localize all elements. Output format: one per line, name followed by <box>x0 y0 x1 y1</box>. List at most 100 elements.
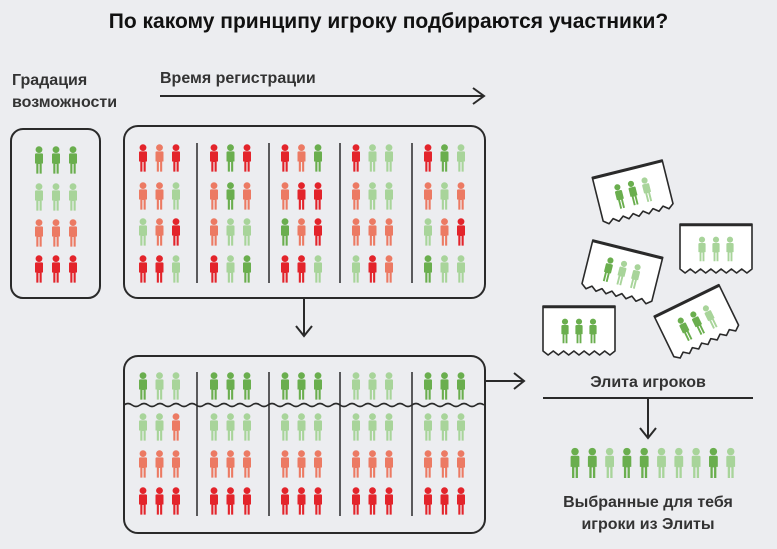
pool-figure-red <box>457 218 465 246</box>
sorted-figure-salmon <box>440 450 449 478</box>
pool-figure-light-green <box>139 218 147 246</box>
selected-figure-green <box>709 447 718 478</box>
pool-figure-red <box>352 144 360 172</box>
pool-figure-light-green <box>385 182 393 210</box>
page-title: По какому принципу игроку подбираются уч… <box>108 10 669 33</box>
sorted-figure-red <box>457 487 465 515</box>
pool-figure-red <box>210 144 218 172</box>
selected-figure-light-green <box>674 447 684 478</box>
pool-figure-light-green <box>424 218 432 246</box>
selected-figure-light-green <box>605 447 614 478</box>
sorted-figure-light-green <box>155 372 164 400</box>
gradation-label-line2: возможности <box>12 94 118 111</box>
sorted-figure-salmon <box>210 450 218 478</box>
sorted-figure-green <box>281 372 289 400</box>
grade-figure-light-green <box>35 183 43 211</box>
pool-figure-red <box>281 255 289 283</box>
pool-figure-salmon <box>352 182 360 210</box>
sorted-figure-light-green <box>172 372 180 400</box>
grade-figure-red <box>69 255 77 283</box>
pool-figure-red <box>424 144 432 172</box>
pool-figure-salmon <box>440 218 449 246</box>
sorted-figure-light-green <box>457 413 465 441</box>
pool-figure-salmon <box>457 182 465 210</box>
sorted-figure-green <box>226 372 235 400</box>
selected-players-figures <box>570 447 736 478</box>
sorted-figure-red <box>243 487 251 515</box>
sorted-figure-salmon <box>281 450 289 478</box>
sorted-figure-light-green <box>243 413 251 441</box>
pool-figure-light-green <box>172 182 180 210</box>
elite-ticket <box>542 305 616 356</box>
selected-figure-green <box>587 447 597 478</box>
pool-figure-red <box>155 255 164 283</box>
sorted-figure-green <box>424 372 432 400</box>
cutoff-wave-line <box>123 402 485 408</box>
sorted-figure-light-green <box>385 413 393 441</box>
sorted-figure-red <box>352 487 360 515</box>
elite-ticket <box>581 239 664 305</box>
pool-figure-green <box>314 144 322 172</box>
selected-label-line2: игроки из Элиты <box>581 516 715 533</box>
sorted-figure-red <box>226 487 235 515</box>
sorted-figure-light-green <box>139 413 147 441</box>
sorted-figure-light-green <box>368 372 377 400</box>
pool-figure-salmon <box>210 182 218 210</box>
selected-figure-light-green <box>657 447 666 478</box>
ticket-top-edge <box>592 239 663 260</box>
sorted-figure-light-green <box>314 413 322 441</box>
pool-figure-red <box>314 218 322 246</box>
pool-figure-green <box>226 182 235 210</box>
sorted-figure-green <box>243 372 251 400</box>
sorted-figure-green <box>440 372 449 400</box>
pool-figure-salmon <box>243 182 251 210</box>
sorted-figure-light-green <box>352 413 360 441</box>
sorted-figure-light-green <box>297 413 306 441</box>
pool-figure-light-green <box>368 182 377 210</box>
sorted-figure-salmon <box>457 450 465 478</box>
sorted-figure-salmon <box>243 450 251 478</box>
pool-figure-light-green <box>368 144 377 172</box>
sorted-figure-salmon <box>155 450 164 478</box>
pool-figure-red <box>210 255 218 283</box>
sorted-figure-green <box>139 372 147 400</box>
selected-figure-green <box>639 447 649 478</box>
pool-figure-green <box>226 144 235 172</box>
down-arrow-to-sorted <box>295 298 313 338</box>
sorted-figure-light-green <box>440 413 449 441</box>
pool-figure-salmon <box>139 182 147 210</box>
sorted-figure-red <box>172 487 180 515</box>
sorted-figure-green <box>457 372 465 400</box>
pool-figure-green <box>281 218 289 246</box>
sorted-figure-red <box>440 487 449 515</box>
elite-ticket <box>653 283 740 359</box>
pool-figure-red <box>139 255 147 283</box>
pool-figure-light-green <box>314 255 322 283</box>
pool-figure-salmon <box>368 218 377 246</box>
arrow-to-selected <box>639 399 657 440</box>
sorted-figure-red <box>155 487 164 515</box>
pool-figure-light-green <box>440 255 449 283</box>
sorted-figure-green <box>210 372 218 400</box>
sorted-figure-light-green <box>368 413 377 441</box>
grade-column-figures <box>35 146 77 283</box>
gradation-label: Градация возможности <box>12 70 117 114</box>
sorted-dividers <box>196 372 413 516</box>
sorted-figure-salmon <box>424 450 432 478</box>
pool-figure-light-green <box>172 255 180 283</box>
sorted-figure-green <box>314 372 322 400</box>
pool-figure-salmon <box>297 144 306 172</box>
arrow-to-elite <box>486 372 526 390</box>
pool-figure-salmon <box>297 218 306 246</box>
pool-figure-salmon <box>210 218 218 246</box>
sorted-figure-salmon <box>385 450 393 478</box>
sorted-figure-salmon <box>368 450 377 478</box>
sorted-figure-red <box>281 487 289 515</box>
grade-figure-red <box>52 255 60 283</box>
sorted-figure-red <box>139 487 147 515</box>
pool-figure-salmon <box>385 255 393 283</box>
registration-time-arrow <box>160 87 486 105</box>
pool-figure-red <box>281 144 289 172</box>
pool-figure-light-green <box>385 144 393 172</box>
pool-figure-green <box>243 255 251 283</box>
